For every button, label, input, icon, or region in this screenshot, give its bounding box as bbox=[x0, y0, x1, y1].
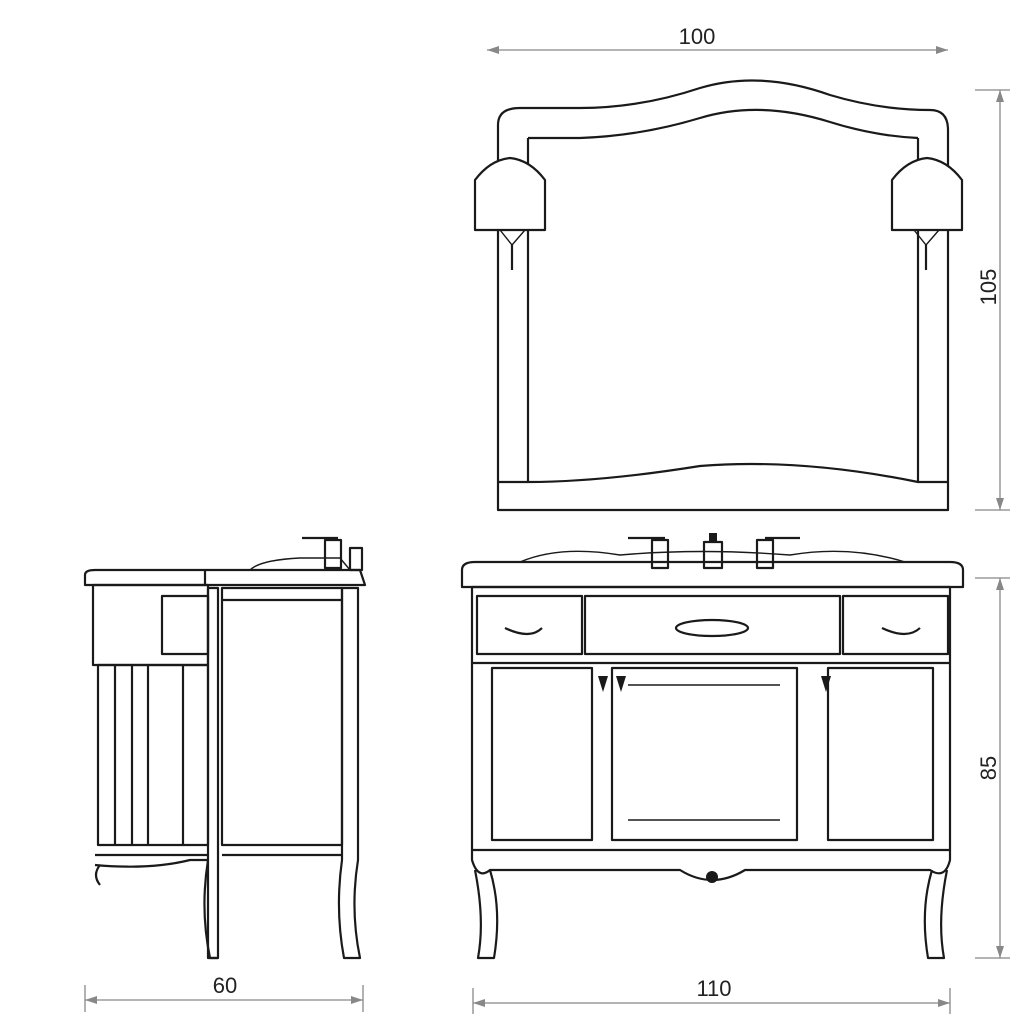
dimension-vanity-width: 110 bbox=[472, 976, 951, 1014]
drawer-handle bbox=[504, 627, 543, 636]
door-knob bbox=[616, 676, 626, 692]
basin-rim bbox=[519, 550, 906, 563]
vanity-side-view bbox=[83, 536, 367, 960]
left-drawer bbox=[475, 594, 584, 656]
dimension-label: 85 bbox=[976, 756, 1001, 780]
dimension-mirror-width: 100 bbox=[487, 24, 948, 54]
right-wall-lamp bbox=[890, 156, 964, 270]
dimension-mirror-height: 105 bbox=[975, 89, 1010, 511]
faucet bbox=[628, 533, 800, 570]
apron-ornament bbox=[706, 871, 718, 883]
center-panel bbox=[610, 666, 799, 842]
drawer-frame bbox=[470, 585, 952, 665]
dimension-label: 100 bbox=[679, 24, 716, 49]
dimension-label: 105 bbox=[976, 269, 1001, 306]
mirror-inner-opening bbox=[526, 138, 920, 484]
dimension-vanity-height: 85 bbox=[975, 577, 1010, 959]
vanity-body bbox=[470, 663, 952, 881]
front-left-leg bbox=[473, 869, 499, 960]
left-wall-lamp bbox=[473, 156, 547, 270]
side-basin-top bbox=[83, 568, 367, 587]
mirror bbox=[473, 79, 964, 512]
side-faucet bbox=[302, 536, 364, 572]
vanity-front-view bbox=[460, 533, 965, 960]
door-knob bbox=[821, 676, 831, 692]
ornamental-handle bbox=[674, 618, 750, 638]
dimension-vanity-depth: 60 bbox=[84, 973, 364, 1012]
dimension-label: 110 bbox=[696, 976, 731, 1001]
mirror-top-inner-curve bbox=[528, 108, 919, 140]
drawer-handle bbox=[881, 627, 921, 636]
side-open-frame bbox=[220, 586, 344, 847]
dimension-label: 60 bbox=[213, 973, 237, 998]
center-drawer bbox=[583, 594, 842, 656]
mirror-outer-frame bbox=[496, 79, 950, 512]
side-rear-leg bbox=[337, 586, 362, 960]
door-knob bbox=[598, 676, 608, 692]
side-front-leg bbox=[206, 586, 220, 960]
right-drawer bbox=[841, 594, 950, 656]
door-right bbox=[826, 666, 935, 842]
door-left bbox=[490, 666, 594, 842]
front-right-leg bbox=[923, 869, 949, 960]
basin-top bbox=[460, 560, 965, 589]
